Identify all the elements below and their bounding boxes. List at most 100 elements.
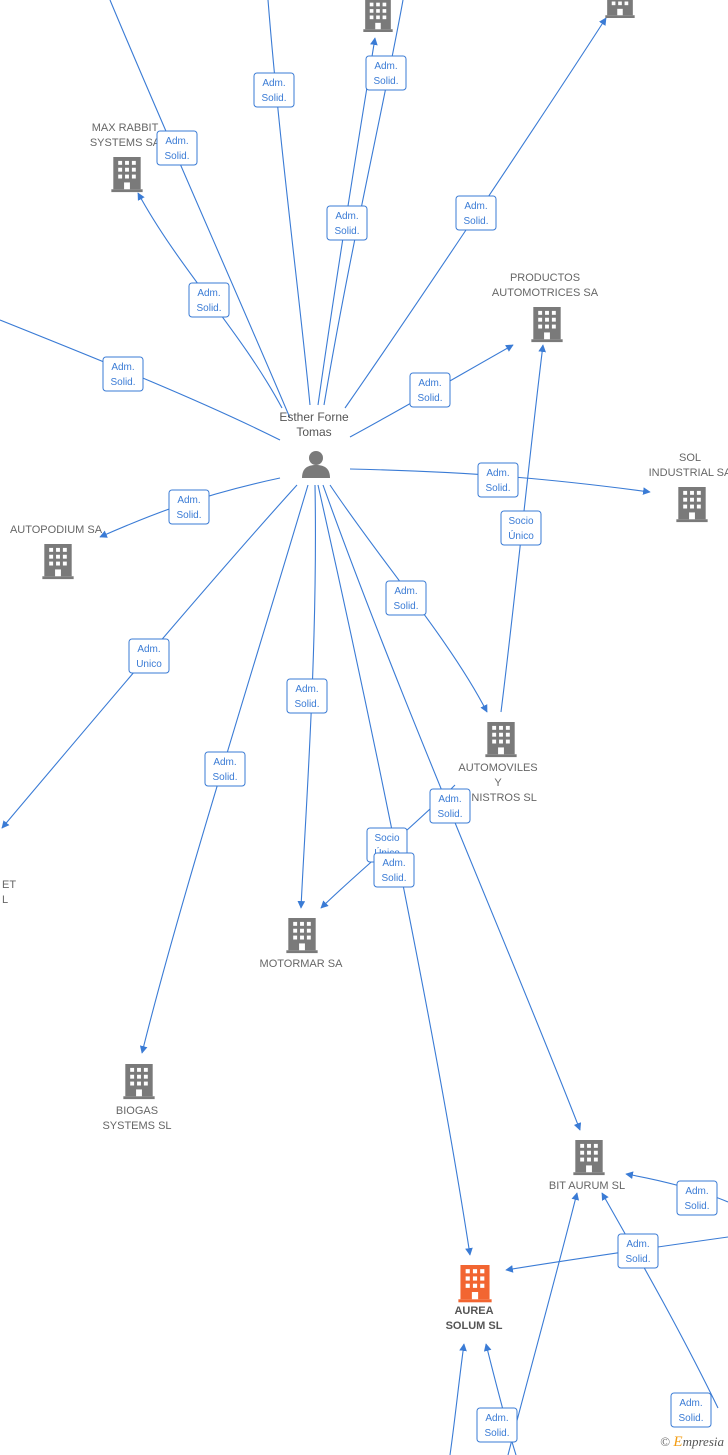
edge-label-8-line-1: Adm. xyxy=(418,378,441,389)
motormar-label-line-1: MOTORMAR SA xyxy=(260,958,344,970)
edge-label-7[interactable]: Adm.Solid. xyxy=(102,356,144,392)
edge-label-21[interactable]: Adm.Solid. xyxy=(670,1392,712,1428)
edge-aurea xyxy=(317,484,473,1256)
edge-label-15-line-2: Solid. xyxy=(212,772,237,783)
left-partial-label-line-2: L xyxy=(2,894,8,906)
productos-label-line-2: AUTOMOTRICES SA xyxy=(492,287,599,299)
brand-name: mpresia xyxy=(682,1434,724,1449)
building-icon-bit-aurum[interactable] xyxy=(573,1140,605,1176)
edge-label-11[interactable]: Adm. Solid. xyxy=(168,489,210,525)
edge-label-8-line-2: Solid. xyxy=(417,393,442,404)
edge-label-8[interactable]: Adm. Solid. xyxy=(409,372,451,408)
edge-label-7-line-2: Solid. xyxy=(110,377,135,388)
edge-label-19[interactable]: Adm. Solid. xyxy=(676,1180,718,1216)
automoviles-label-line-1: AUTOMOVILES xyxy=(458,762,537,774)
edge-motormar xyxy=(297,484,316,909)
edge-top-1 xyxy=(109,0,291,419)
aurea-label-line-1: AUREA xyxy=(454,1305,493,1317)
edge-label-2[interactable]: Adm. Solid. xyxy=(365,55,407,91)
edge-label-4-line-1: Adm. xyxy=(335,211,358,222)
edge-label-9[interactable]: Adm.Solid. xyxy=(477,462,519,498)
edge-label-2-line-1: Adm. xyxy=(374,61,397,72)
automoviles-label-line-2: Y xyxy=(494,777,502,789)
edge-label-6-line-1: Adm. xyxy=(197,288,220,299)
edge-label-3-line-2: Solid. xyxy=(164,151,189,162)
max-rabbit-label-line-2: SYSTEMS SA xyxy=(90,137,161,149)
building-icon-aurea[interactable] xyxy=(458,1265,492,1303)
edge-label-18-line-1: Adm. xyxy=(382,858,405,869)
copyright-symbol: © xyxy=(660,1434,671,1449)
autopodium-label-line-1: AUTOPODIUM SA xyxy=(10,524,103,536)
building-icon-top-right[interactable] xyxy=(605,0,635,18)
building-icon-biogas[interactable] xyxy=(123,1064,155,1100)
edge-right-bottom xyxy=(601,1192,719,1409)
edge-right-aurea xyxy=(505,1236,728,1273)
edge-label-3[interactable]: Adm.Solid. xyxy=(156,130,198,166)
edge-label-14[interactable]: Adm. Solid. xyxy=(286,678,328,714)
edge-label-10-line-1: Socio xyxy=(508,516,533,527)
edge-label-12[interactable]: Adm. Solid. xyxy=(385,580,427,616)
edge-label-14-line-1: Adm. xyxy=(295,684,318,695)
person-icon[interactable] xyxy=(302,451,330,478)
left-partial-label-line-1: ET xyxy=(2,879,16,891)
person-name-line-1: Esther Forne xyxy=(279,410,349,424)
building-icon-motormar[interactable] xyxy=(286,918,318,954)
person-name-line-2: Tomas xyxy=(296,425,331,439)
edge-label-17-line-1: Socio xyxy=(374,833,399,844)
edge-label-11-line-2: Solid. xyxy=(176,510,201,521)
edge-label-19-line-1: Adm. xyxy=(685,1186,708,1197)
edge-top-4 xyxy=(323,0,404,406)
edge-label-13-line-2: Unico xyxy=(136,659,162,670)
building-icon-max-rabbit[interactable] xyxy=(111,157,143,193)
edge-label-13[interactable]: Adm. Unico xyxy=(128,638,170,674)
edge-label-13-line-1: Adm. xyxy=(137,644,160,655)
edge-labels-layer: Adm. Solid. Adm. Solid. Adm. Solid. Adm. Solid.… xyxy=(102,55,718,1443)
bit-aurum-label-line-1: BIT AURUM SL xyxy=(549,1180,625,1192)
building-icon-automoviles[interactable] xyxy=(485,722,517,758)
edge-left-offscreen xyxy=(0,319,281,441)
building-icon-autopodium[interactable] xyxy=(42,544,74,580)
edge-label-5[interactable]: Adm. Solid. xyxy=(455,195,497,231)
edge-label-15-line-1: Adm. xyxy=(213,757,236,768)
edge-label-21-line-1: Adm. xyxy=(679,1398,702,1409)
edge-label-5-line-1: Adm. xyxy=(464,201,487,212)
edge-label-12-line-2: Solid. xyxy=(393,601,418,612)
brand-initial: E xyxy=(673,1434,683,1450)
nodes-layer: MAX RABBIT SYSTEMS SA PRODUCTOS AUTOMOTRICE… xyxy=(2,0,728,1332)
building-icon-productos[interactable] xyxy=(531,307,563,343)
automoviles-label-line-3: MINISTROS SL xyxy=(459,792,537,804)
edge-label-12-line-1: Adm. xyxy=(394,586,417,597)
watermark: © Empresia xyxy=(660,1434,724,1451)
edge-label-18-line-2: Solid. xyxy=(381,873,406,884)
edge-label-19-line-2: Solid. xyxy=(684,1201,709,1212)
edge-label-15[interactable]: Adm. Solid. xyxy=(204,751,246,787)
aurea-label-line-2: SOLUM SL xyxy=(446,1320,503,1332)
edge-bottom-bit xyxy=(507,1192,580,1455)
sol-label-line-2: INDUSTRIAL SA xyxy=(649,467,728,479)
building-icon-sol[interactable] xyxy=(676,487,708,523)
edge-label-16[interactable]: Adm.Solid. xyxy=(429,788,471,824)
edge-label-4[interactable]: Adm.Solid. xyxy=(326,205,368,241)
edge-label-2-line-2: Solid. xyxy=(373,76,398,87)
edge-label-20-line-1: Adm. xyxy=(626,1239,649,1250)
edge-label-16-line-2: Solid. xyxy=(437,809,462,820)
sol-label-line-1: SOL xyxy=(679,452,701,464)
edge-label-22-line-2: Solid. xyxy=(484,1428,509,1439)
edge-label-11-line-1: Adm. xyxy=(177,495,200,506)
edge-label-22[interactable]: Adm. Solid. xyxy=(476,1407,518,1443)
edge-label-6-line-2: Solid. xyxy=(196,303,221,314)
edge-label-18[interactable]: Adm. Solid. xyxy=(373,852,415,888)
edge-label-5-line-2: Solid. xyxy=(463,216,488,227)
building-icon-top-center[interactable] xyxy=(363,0,393,32)
edge-label-14-line-2: Solid. xyxy=(294,699,319,710)
edge-label-20[interactable]: Adm.Solid. xyxy=(617,1233,659,1269)
edge-top-2 xyxy=(267,0,311,406)
max-rabbit-label-line-1: MAX RABBIT xyxy=(92,122,159,134)
edge-label-22-line-1: Adm. xyxy=(485,1413,508,1424)
edge-label-1[interactable]: Adm.Solid. xyxy=(253,72,295,108)
edge-bottom-aurea-2 xyxy=(483,1343,517,1455)
productos-label-line-1: PRODUCTOS xyxy=(510,272,580,284)
edge-label-6[interactable]: Adm. Solid. xyxy=(188,282,230,318)
